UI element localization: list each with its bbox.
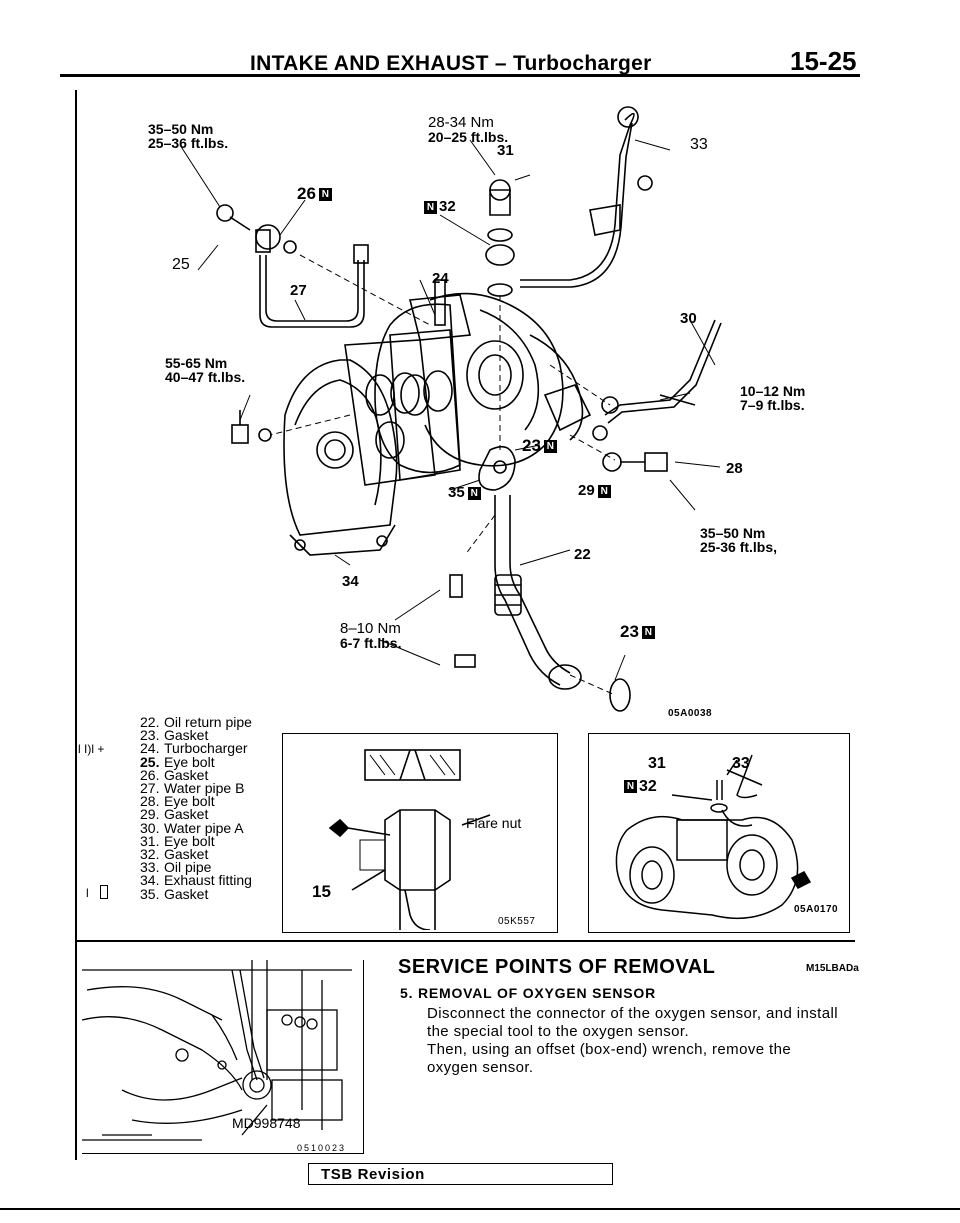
turbo-inset-callout-33: 33: [732, 755, 750, 772]
callout-22: 22: [574, 546, 591, 563]
flare-nut-inset: [282, 733, 558, 933]
service-code: M15LBADa: [806, 963, 859, 974]
callout-33: 33: [690, 136, 708, 153]
flare-nut-figure-code: 05K557: [498, 916, 536, 927]
list-item: 31.Eye bolt: [140, 832, 215, 849]
torque-label-water-pipe-a-bolt: 10–12 Nm 7–9 ft.lbs.: [740, 383, 806, 413]
turbo-inset: [588, 733, 850, 933]
oxygen-sensor-drawing: [82, 960, 352, 1141]
left-margin-rule: [75, 90, 77, 1160]
list-item: 30.Water pipe A: [140, 819, 244, 836]
list-item: 35.Gasket: [140, 885, 209, 902]
turbo-inset-drawing: [615, 754, 812, 920]
list-item: 33.Oil pipe: [140, 859, 212, 876]
service-instructions: Disconnect the connector of the oxygen s…: [427, 1005, 838, 1076]
torque-label-eye-bolt-25: 35–50 Nm 25–36 ft.lbs.: [148, 121, 229, 151]
service-subheading: 5. REMOVAL OF OXYGEN SENSOR: [400, 985, 657, 1001]
parts-list: 22.Oil return pipe 23.Gasket 24.Turbocha…: [140, 714, 252, 902]
new-part-mark: N: [597, 484, 611, 498]
torque-label-turbine-studs: 55-65 Nm 40–47 ft.lbs.: [165, 355, 246, 385]
flare-nut-callout-15: 15: [312, 882, 331, 901]
list-item: 23.Gasket: [140, 727, 209, 744]
service-points-heading: SERVICE POINTS OF REMOVAL: [398, 956, 716, 978]
marker-oil-pipe: l: [86, 886, 89, 900]
turbo-inset-figure-code: 05A0170: [794, 904, 839, 915]
marker-oil-pipe-glyph: [100, 885, 108, 899]
list-item: 26.Gasket: [140, 766, 209, 783]
page-number: 15-25: [790, 46, 857, 76]
list-item: 34.Exhaust fitting: [140, 872, 252, 889]
torque-label-oil-return-bolt: 8–10 Nm 6-7 ft.lbs.: [340, 620, 402, 651]
list-item: 32.Gasket: [140, 846, 209, 863]
list-item: 28.Eye bolt: [140, 793, 215, 810]
callout-34: 34: [342, 573, 359, 590]
section-divider-rule: [75, 940, 855, 942]
list-item: 27.Water pipe B: [140, 780, 245, 797]
turbocharger-exploded-diagram: [179, 106, 722, 712]
new-part-mark: N: [424, 200, 437, 214]
marker-turbocharger: l I)l +: [78, 742, 105, 756]
callout-30: 30: [680, 310, 697, 327]
new-part-mark: N: [543, 440, 557, 454]
list-item: 25.Eye bolt: [140, 753, 215, 770]
list-item: 29.Gasket: [140, 806, 209, 823]
new-part-mark: N: [318, 188, 332, 202]
new-part-mark: N: [624, 780, 637, 794]
oxygen-sensor-figure-code: 0510023: [297, 1143, 347, 1153]
list-item: 22.Oil return pipe: [140, 714, 252, 730]
footer-rule: [0, 1208, 960, 1210]
callout-27: 27: [290, 282, 307, 299]
special-tool-label: MD998748: [232, 1115, 301, 1131]
callout-24: 24: [432, 270, 449, 287]
turbo-inset-callout-31: 31: [648, 755, 666, 772]
list-item: 24.Turbocharger: [140, 740, 248, 757]
callout-28: 28: [726, 460, 743, 477]
tsb-revision-box: TSB Revision: [308, 1163, 613, 1185]
torque-label-eye-bolt-28: 35–50 Nm 25-36 ft.lbs,: [700, 525, 778, 555]
callout-31: 31: [497, 142, 514, 159]
header-rule: [60, 74, 860, 77]
torque-label-eye-bolt-31: 28-34 Nm 20–25 ft.lbs.: [428, 114, 509, 145]
new-part-mark: N: [641, 626, 655, 640]
callout-25: 25: [172, 256, 190, 273]
flare-nut-label: Flare nut: [466, 815, 522, 831]
flare-nut-drawing: [328, 749, 491, 930]
page-header-title: INTAKE AND EXHAUST – Turbocharger: [250, 52, 652, 75]
oxygen-sensor-figure: [82, 960, 364, 1154]
new-part-mark: N: [467, 486, 481, 500]
figure-code-main: 05A0038: [668, 708, 713, 719]
